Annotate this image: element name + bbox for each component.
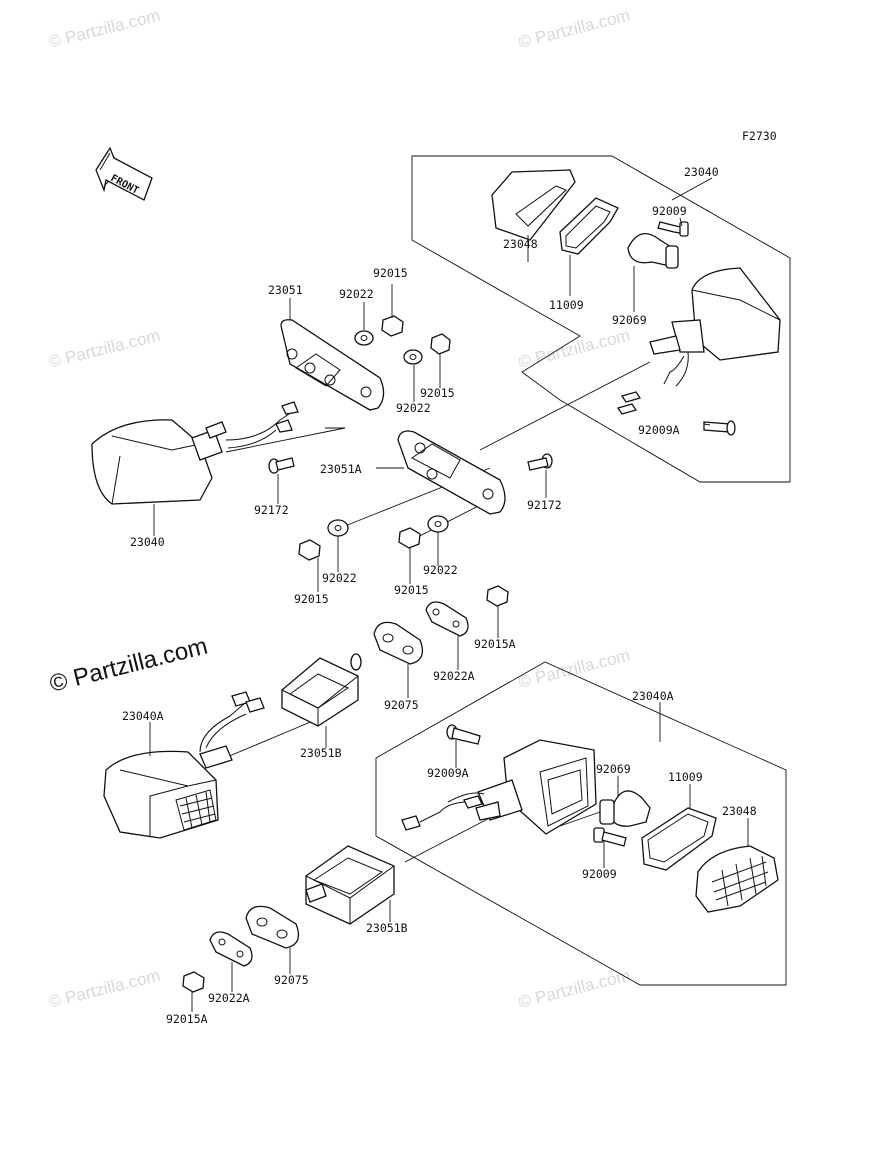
label-92069-fr: 92069	[596, 762, 631, 776]
label-23048-rr: 23048	[503, 237, 538, 251]
label-92009A-rr: 92009A	[638, 423, 680, 437]
nut-92015-b	[430, 333, 451, 355]
label-92015A-a: 92015A	[474, 637, 516, 651]
housing-23040A-front-left	[103, 691, 265, 839]
label-92009A-fr: 92009A	[427, 766, 469, 780]
label-23040A-r: 23040A	[632, 689, 674, 703]
nut-92015A-a	[486, 585, 509, 607]
label-92022-b: 92022	[396, 401, 431, 415]
label-23040-rr: 23040	[684, 165, 719, 179]
nut-92015-c	[298, 539, 321, 561]
watermark-large: © Partzilla.com	[47, 633, 210, 698]
bulb-92069-rear	[627, 232, 679, 269]
plate-92022A-a	[425, 601, 469, 637]
bolt-92172-right	[527, 453, 553, 471]
label-92015-d: 92015	[394, 583, 429, 597]
front-right-frame	[375, 661, 787, 986]
housing-23040-rear-left	[91, 401, 299, 505]
watermark-top-left: © Partzilla.com	[46, 6, 162, 52]
front-arrow-icon: FRONT	[95, 146, 153, 201]
label-92069-rr: 92069	[612, 313, 647, 327]
label-23040-lr: 23040	[130, 535, 165, 549]
label-23040A-l: 23040A	[122, 709, 164, 723]
label-92022A-a: 92022A	[433, 669, 475, 683]
label-92015-a: 92015	[373, 266, 408, 280]
washer-92022-a	[354, 330, 374, 346]
label-92022-d: 92022	[423, 563, 458, 577]
housing-23040A-front-right	[401, 739, 597, 835]
lens-grid-left	[175, 789, 217, 831]
label-92172-l: 92172	[254, 503, 289, 517]
screw-92009-rear	[657, 221, 689, 237]
label-92075-b: 92075	[274, 973, 309, 987]
label-92022-a: 92022	[339, 287, 374, 301]
washer-92022-d	[427, 515, 449, 533]
screw-92009A-front	[446, 724, 481, 745]
holder-23051B-a	[281, 653, 362, 727]
housing-23040-rear-right	[616, 267, 781, 415]
washer-92022-c	[327, 519, 349, 537]
label-92009-fr: 92009	[582, 867, 617, 881]
lens-23048-rear	[491, 169, 576, 241]
lens-grid-right	[711, 855, 769, 907]
watermark-bottom-left: © Partzilla.com	[46, 966, 162, 1012]
bolt-92172-left	[268, 457, 295, 474]
label-23051B-b: 23051B	[366, 921, 408, 935]
label-92015-c: 92015	[294, 592, 329, 606]
gasket-11009-front	[641, 807, 717, 871]
label-92075-a: 92075	[384, 698, 419, 712]
nut-92015-a	[381, 315, 404, 337]
label-23051A: 23051A	[320, 462, 362, 476]
holder-23051B-b	[305, 845, 395, 925]
watermark-top-right: © Partzilla.com	[516, 6, 632, 52]
grommet-92075-b	[245, 905, 300, 949]
label-92022A-b: 92022A	[208, 991, 250, 1005]
screw-92009A-rear	[703, 420, 736, 436]
bracket-23051	[280, 319, 385, 411]
screw-92009-front	[593, 827, 627, 847]
label-23051: 23051	[268, 283, 303, 297]
label-11009-fr: 11009	[668, 770, 703, 784]
label-92015A-b: 92015A	[166, 1012, 208, 1026]
label-92009-rr: 92009	[652, 204, 687, 218]
bracket-23051A	[397, 430, 506, 515]
washer-92022-b	[403, 349, 423, 365]
label-92172-r: 92172	[527, 498, 562, 512]
label-92022-c: 92022	[322, 571, 357, 585]
nut-92015A-b	[182, 971, 205, 993]
label-23051B-a: 23051B	[300, 746, 342, 760]
figure-code: F2730	[742, 129, 777, 143]
lens-23048-front	[695, 845, 779, 913]
label-11009-rr: 11009	[549, 298, 584, 312]
gasket-11009-rear	[559, 197, 619, 255]
plate-92022A-b	[209, 931, 253, 967]
nut-92015-d	[398, 527, 421, 549]
grommet-92075-a	[373, 621, 424, 665]
bulb-92069-front	[599, 790, 651, 827]
part-labels: 23040 92009 23048 11009 92069 92009A 230…	[122, 165, 757, 1026]
watermark-bottom-right: © Partzilla.com	[516, 966, 632, 1012]
label-23048-fr: 23048	[722, 804, 757, 818]
watermark-mid-left: © Partzilla.com	[46, 326, 162, 372]
label-92015-b: 92015	[420, 386, 455, 400]
callout-leaders	[149, 177, 749, 1012]
rear-right-frame	[411, 155, 791, 483]
